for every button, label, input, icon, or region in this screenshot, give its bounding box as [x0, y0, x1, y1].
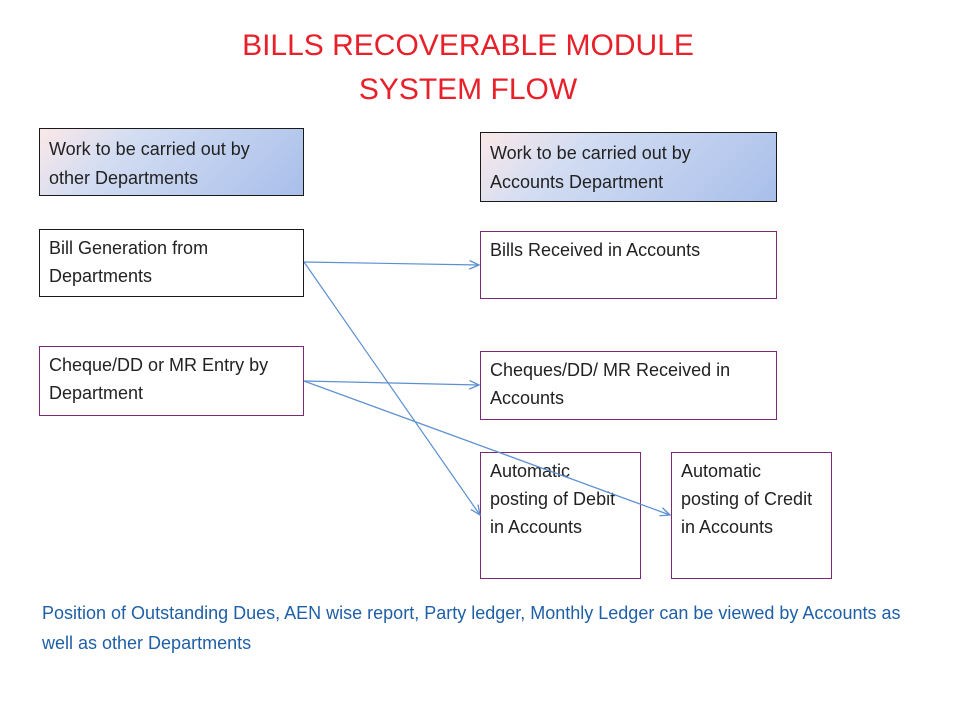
arrow-cheque-to-received	[303, 381, 479, 385]
cheques-received-box: Cheques/DD/ MR Received in Accounts	[480, 351, 777, 420]
cheque-entry-box: Cheque/DD or MR Entry by Department	[39, 346, 304, 416]
bills-received-box: Bills Received in Accounts	[480, 231, 777, 299]
right-column-header: Work to be carried out by Accounts Depar…	[480, 132, 777, 202]
left-column-header: Work to be carried out by other Departme…	[39, 128, 304, 196]
arrow-bills-to-received	[303, 262, 479, 265]
auto-credit-box: Automatic posting of Credit in Accounts	[671, 452, 832, 579]
footer-note: Position of Outstanding Dues, AEN wise r…	[42, 603, 901, 653]
diagram-title-line2: SYSTEM FLOW	[358, 73, 578, 106]
diagram-title-line1: BILLS RECOVERABLE MODULE	[242, 29, 694, 62]
arrow-bills-to-auto-debit	[303, 261, 480, 515]
bill-generation-box: Bill Generation from Departments	[39, 229, 304, 297]
auto-debit-box: Automatic posting of Debit in Accounts	[480, 452, 641, 579]
